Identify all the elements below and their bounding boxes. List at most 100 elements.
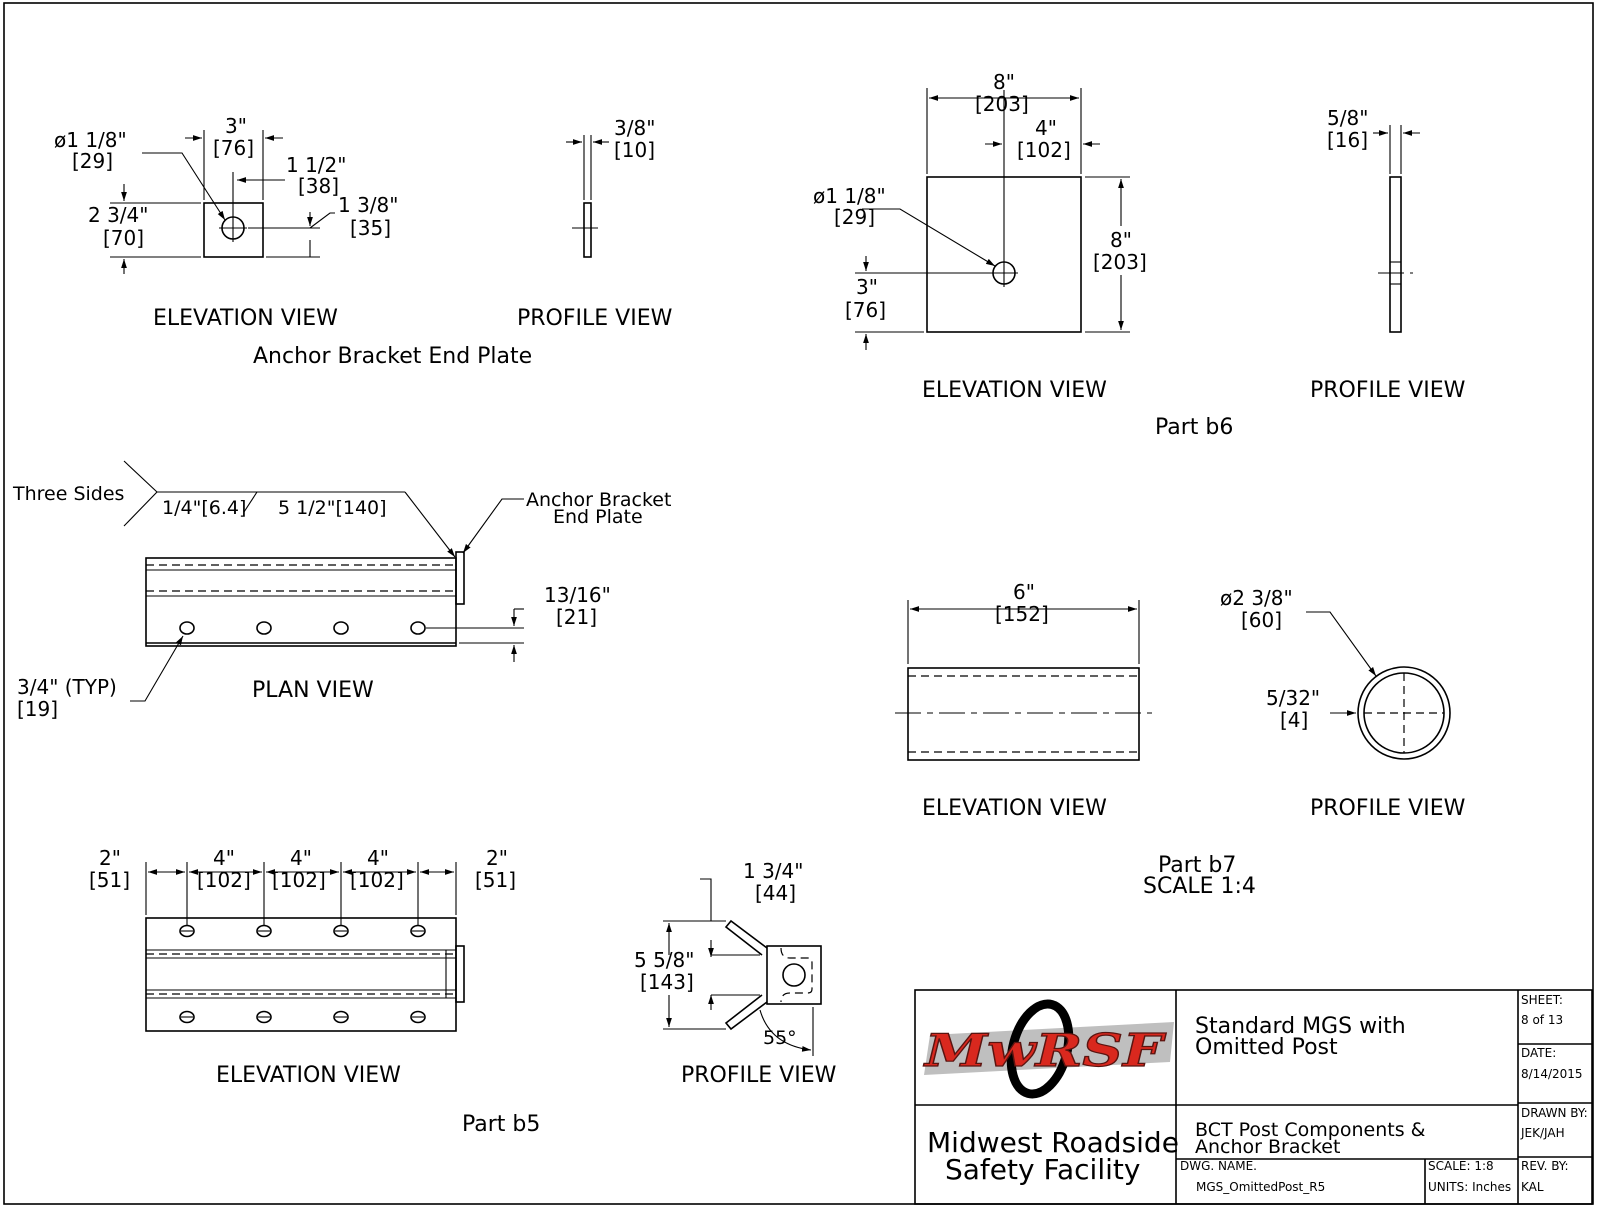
b5-dims: 2" [51] 4" [102] 4" [102] 4" [102] 2" [5… xyxy=(89,846,516,892)
dwg-name-label: DWG. NAME. xyxy=(1180,1159,1257,1173)
b5-caption: Part b5 xyxy=(462,1112,540,1137)
b5-profile-title: PROFILE VIEW xyxy=(681,1063,837,1088)
b5-dim-mm: [102] xyxy=(197,868,251,892)
anchor-plate-elevation xyxy=(110,130,335,274)
sheet-label: SHEET: xyxy=(1521,993,1563,1007)
b5-elev-title: ELEVATION VIEW xyxy=(216,1063,401,1088)
b6-height: 8" xyxy=(1110,228,1132,252)
anchor-elev-hole-x: 1 1/2" xyxy=(286,153,346,177)
anchor-elev-hole-dia: ø1 1/8" xyxy=(54,128,127,152)
b7-wall-mm: [4] xyxy=(1280,708,1308,732)
b5-angle: 55° xyxy=(763,1027,797,1049)
sheet-value: 8 of 13 xyxy=(1521,1013,1563,1027)
b5-dim-in: 2" xyxy=(486,846,508,870)
b6-hole-x: 4" xyxy=(1035,116,1057,140)
anchor-profile-title: PROFILE VIEW xyxy=(517,306,673,331)
b5-profile-width: 1 3/4" xyxy=(743,859,803,883)
plan-hole-offset: 13/16" xyxy=(544,583,611,607)
project-line-2: Omitted Post xyxy=(1195,1035,1338,1060)
logo-text: MwRSF xyxy=(923,1024,1167,1077)
anchor-elev-width-mm: [76] xyxy=(213,136,254,160)
org-line-2: Safety Facility xyxy=(945,1153,1140,1186)
b5-dim-in: 4" xyxy=(290,846,312,870)
slot-hole xyxy=(256,924,272,938)
b6-height-mm: [203] xyxy=(1093,250,1147,274)
b5-profile-height: 5 5/8" xyxy=(634,948,694,972)
b6-hole-x-mm: [102] xyxy=(1017,138,1071,162)
mwrsf-logo: MwRSF xyxy=(922,999,1174,1099)
anchor-elev-hole-dia-mm: [29] xyxy=(72,149,113,173)
project-line-1: Standard MGS with xyxy=(1195,1014,1406,1039)
anchor-caption: Anchor Bracket End Plate xyxy=(253,344,532,369)
b6-elevation xyxy=(855,88,1130,350)
b6-caption: Part b6 xyxy=(1155,415,1233,440)
date-value: 8/14/2015 xyxy=(1521,1067,1583,1081)
b7-length: 6" xyxy=(1013,580,1035,604)
anchor-leader-label-1: Anchor Bracket xyxy=(526,489,671,511)
anchor-profile-thk: 3/8" xyxy=(614,116,655,140)
drawn-label: DRAWN BY: xyxy=(1521,1106,1588,1120)
anchor-elev-title: ELEVATION VIEW xyxy=(153,306,338,331)
b7-dia: ø2 3/8" xyxy=(1220,586,1293,610)
b7-caption: Part b7 xyxy=(1158,853,1236,878)
b6-elev-title: ELEVATION VIEW xyxy=(922,378,1107,403)
b7-profile-title: PROFILE VIEW xyxy=(1310,796,1466,821)
b5-dim-in: 4" xyxy=(367,846,389,870)
anchor-elev-width: 3" xyxy=(225,114,247,138)
b7-wall: 5/32" xyxy=(1266,686,1320,710)
b6-hole-dia-mm: [29] xyxy=(834,205,875,229)
dwg-name: MGS_OmittedPost_R5 xyxy=(1196,1180,1325,1194)
rev-value: KAL xyxy=(1521,1180,1544,1194)
b7-length-mm: [152] xyxy=(995,602,1049,626)
org-line-1: Midwest Roadside xyxy=(927,1126,1179,1159)
weld-spec-2: 5 1/2"[140] xyxy=(278,497,387,519)
slot-hole xyxy=(410,1010,426,1024)
b5-dim-mm: [102] xyxy=(272,868,326,892)
drawn-value: JEK/JAH xyxy=(1520,1126,1565,1140)
b7-elevation xyxy=(895,600,1152,761)
desc-line-2: Anchor Bracket xyxy=(1195,1136,1340,1158)
slot-hole xyxy=(256,1010,272,1024)
b5-elevation xyxy=(145,862,465,1032)
b5-profile-width-mm: [44] xyxy=(755,881,796,905)
b5-dim-mm: [102] xyxy=(350,868,404,892)
b5-profile xyxy=(663,878,822,1056)
b7-elev-title: ELEVATION VIEW xyxy=(922,796,1107,821)
units-label: UNITS: Inches xyxy=(1428,1180,1511,1194)
b5-dim-in: 2" xyxy=(99,846,121,870)
title-block xyxy=(914,989,1593,1205)
b6-hole-dia: ø1 1/8" xyxy=(813,184,886,208)
anchor-elev-hole-x-mm: [38] xyxy=(298,174,339,198)
date-label: DATE: xyxy=(1521,1046,1556,1060)
plan-hole-offset-mm: [21] xyxy=(556,605,597,629)
weld-spec-1: 1/4"[6.4] xyxy=(162,497,246,519)
plan-view-title: PLAN VIEW xyxy=(252,678,374,703)
b7-scale: SCALE 1:4 xyxy=(1143,874,1256,899)
b6-hole-y: 3" xyxy=(856,275,878,299)
anchor-plate-profile xyxy=(566,135,609,258)
anchor-elev-hole-y: 1 3/8" xyxy=(338,193,398,217)
b6-profile-title: PROFILE VIEW xyxy=(1310,378,1466,403)
anchor-leader-label-2: End Plate xyxy=(553,506,643,528)
b6-width: 8" xyxy=(993,70,1015,94)
plan-view-drawing xyxy=(123,460,524,702)
b6-hole-y-mm: [76] xyxy=(845,298,886,322)
b5-dim-mm: [51] xyxy=(89,868,130,892)
plan-hole-size-mm: [19] xyxy=(17,697,58,721)
scale-label: SCALE: 1:8 xyxy=(1428,1159,1494,1173)
b6-thk: 5/8" xyxy=(1327,106,1368,130)
anchor-elev-hole-y-mm: [35] xyxy=(350,216,391,240)
slot-hole xyxy=(179,1010,195,1024)
plan-hole-size: 3/4" (TYP) xyxy=(17,675,117,699)
b6-thk-mm: [16] xyxy=(1327,128,1368,152)
b5-profile-height-mm: [143] xyxy=(640,970,694,994)
slot-hole xyxy=(179,924,195,938)
slot-hole xyxy=(333,1010,349,1024)
desc-line-1: BCT Post Components & xyxy=(1195,1119,1426,1141)
b6-width-mm: [203] xyxy=(975,92,1029,116)
b5-dim-mm: [51] xyxy=(475,868,516,892)
anchor-elev-height: 2 3/4" xyxy=(88,203,148,227)
slot-hole xyxy=(410,924,426,938)
sheet-border xyxy=(3,2,1594,1205)
